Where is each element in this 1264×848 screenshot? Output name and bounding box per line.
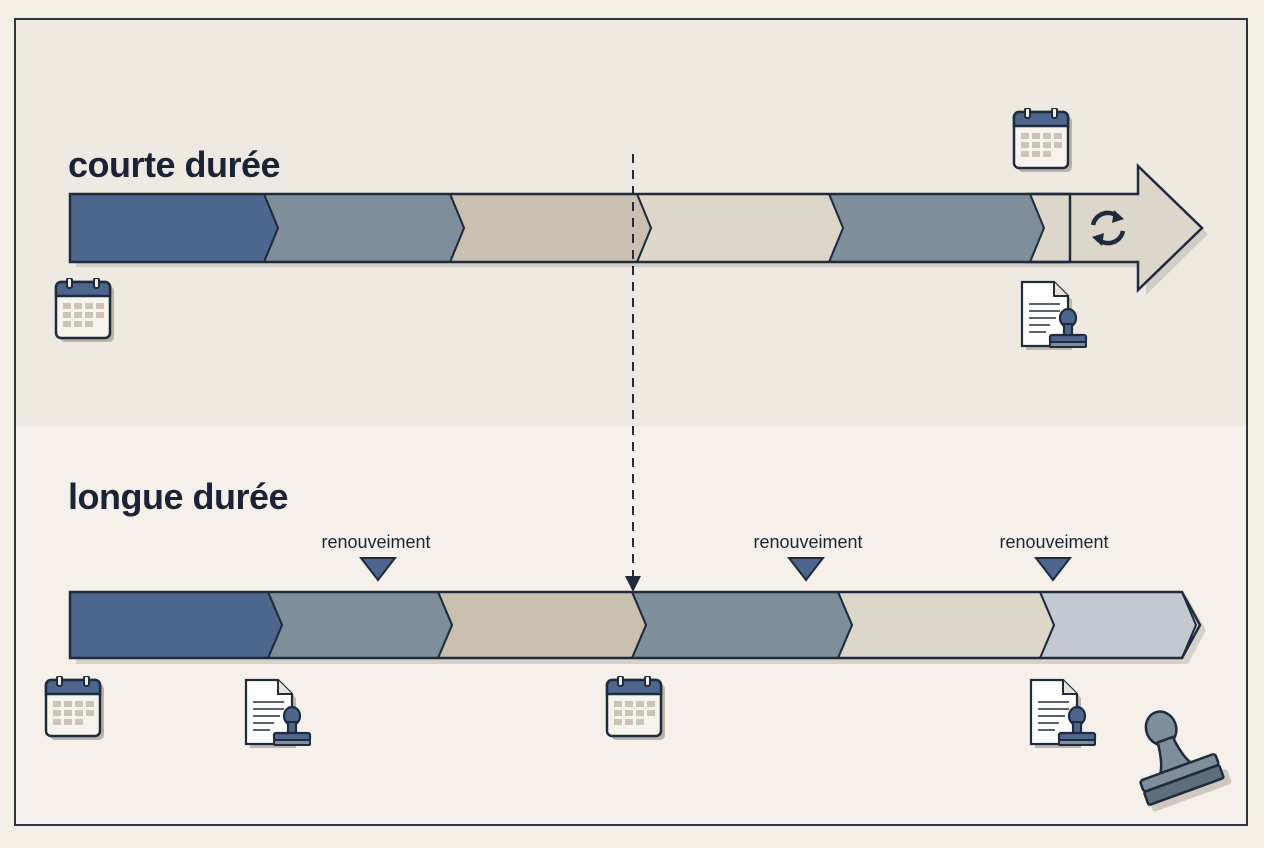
timeline-diagram xyxy=(44,108,1232,812)
long-track-outline xyxy=(68,590,1202,660)
renewal-marker-triangle xyxy=(1033,557,1073,582)
calendar-icon xyxy=(44,676,104,740)
short-track-outline xyxy=(68,192,1072,264)
calendar-icon xyxy=(1012,108,1072,172)
calendar-icon xyxy=(54,278,114,342)
long-term-title: longue durée xyxy=(68,476,289,517)
timeline-segment xyxy=(1038,591,1198,659)
document-stamp-icon xyxy=(1029,678,1097,750)
timeline-segment xyxy=(266,591,454,659)
short-term-title: courte durée xyxy=(68,144,281,185)
calendar-icon xyxy=(605,676,665,740)
diagram-frame: courte durée longue durée renouveiment r… xyxy=(14,18,1248,826)
timeline-segment xyxy=(69,193,280,263)
timeline-segment xyxy=(827,193,1046,263)
renewal-label: renouveiment xyxy=(753,532,863,552)
document-stamp-icon xyxy=(244,678,312,750)
renewal-label: renouveiment xyxy=(321,532,431,552)
document-stamp-icon xyxy=(1020,280,1088,352)
timeline-segment xyxy=(630,591,854,659)
renewal-marker-triangle xyxy=(358,557,398,582)
timeline-segment xyxy=(436,591,648,659)
long-term-track xyxy=(68,557,1206,664)
short-term-track xyxy=(68,163,1208,295)
timeline-segment xyxy=(262,193,466,263)
timeline-segment xyxy=(635,193,845,263)
stamp-icon xyxy=(1139,710,1232,812)
timeline-segment xyxy=(836,591,1056,659)
timeline-segment xyxy=(448,193,653,263)
renewal-label: renouveiment xyxy=(999,532,1109,552)
timeline-segment xyxy=(69,591,284,659)
short-track-arrow-tail xyxy=(1024,163,1204,293)
refresh-icon xyxy=(1090,210,1126,246)
renewal-marker-triangle xyxy=(786,557,826,582)
